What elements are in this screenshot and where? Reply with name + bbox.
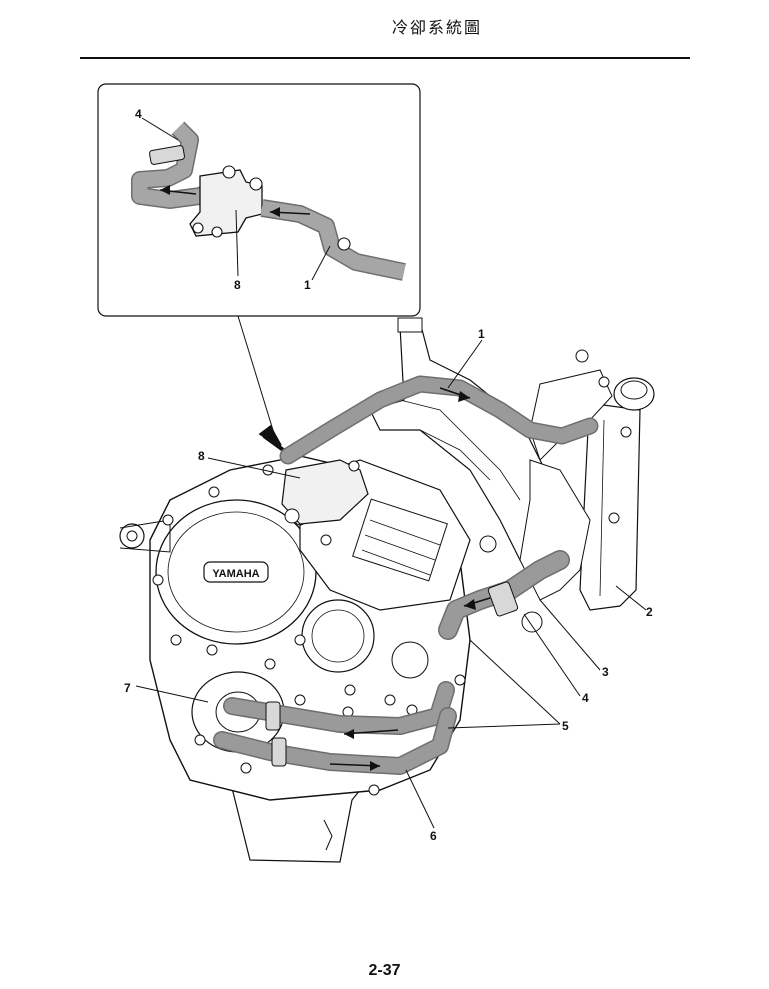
- inset-hose-4: [132, 122, 217, 208]
- mount-lug-hole: [126, 530, 138, 542]
- callout-7: 7: [124, 681, 131, 695]
- frame-detail: [419, 429, 491, 481]
- main-callouts: 1 8 2 3 4 5 7 6: [124, 327, 653, 843]
- hose-1: [281, 377, 597, 463]
- oil-cover: [301, 599, 375, 673]
- hose-6-clamp: [271, 737, 287, 767]
- brand-label: YAMAHA: [212, 568, 259, 580]
- inset-bolt: [337, 237, 351, 251]
- oil-filter: [391, 641, 429, 679]
- view-direction-arrow: [258, 425, 288, 454]
- callout-6: 6: [430, 829, 437, 843]
- fin-line: [364, 534, 436, 561]
- thermostat-bolt: [348, 460, 360, 472]
- radiator-core-line: [599, 419, 605, 597]
- coolant-hoses: [213, 375, 599, 775]
- thermostat-bolt: [284, 508, 300, 524]
- engine-assembly: YAMAHA: [119, 455, 497, 863]
- oil-cover-ring: [311, 609, 365, 663]
- hose-6: [214, 708, 456, 774]
- hose-5-flow-arrowhead: [344, 729, 354, 739]
- callout-5: 5: [562, 719, 569, 733]
- brand-badge: [203, 561, 269, 583]
- generator-cover-rim: [167, 511, 305, 633]
- radiator-bolt: [608, 512, 620, 524]
- bracket-bolt: [598, 376, 610, 388]
- cylinder-head-fins: [352, 498, 448, 582]
- inset-bolt: [192, 222, 204, 234]
- inset-bolt: [211, 226, 223, 238]
- callout-leaders: [135, 339, 647, 829]
- inset-leader-4: [141, 117, 179, 141]
- page-title: 冷卻系統圖: [392, 18, 483, 37]
- inset-bolt: [222, 165, 236, 179]
- frame-tube-end: [397, 317, 423, 333]
- page-number: 2-37: [368, 962, 401, 979]
- hose-1-flow-arrowhead: [458, 391, 470, 402]
- oil-pan-detail: [323, 819, 333, 851]
- fin-line: [361, 549, 431, 576]
- frame-detail: [399, 399, 521, 501]
- callout-1: 1: [478, 327, 485, 341]
- inset-detail: 4 8 1: [97, 83, 421, 317]
- hose-6-flow-arrowhead: [370, 761, 380, 771]
- radiator-bolt: [620, 426, 632, 438]
- inset-connector-line: [237, 315, 277, 441]
- callout-2: 2: [646, 605, 653, 619]
- radiator: [579, 403, 641, 611]
- inset-flow-arrowhead: [270, 207, 280, 217]
- bracket-bolt: [575, 349, 589, 363]
- hose-5-clamp: [265, 701, 281, 731]
- callout-8: 8: [198, 449, 205, 463]
- callout-3: 3: [602, 665, 609, 679]
- inset-flow-arrowhead: [160, 185, 170, 195]
- radiator-mount: [521, 611, 543, 633]
- inset-callout-4: 4: [135, 107, 142, 121]
- radiator-cap-top: [620, 380, 648, 400]
- mount-lug-arm: [119, 519, 171, 553]
- inset-leader-8: [235, 209, 239, 277]
- inset-leader-1: [311, 245, 331, 281]
- header-rule: [80, 57, 690, 59]
- callout-4: 4: [582, 691, 589, 705]
- fin-line: [369, 519, 441, 546]
- inset-callout-8: 8: [234, 278, 241, 292]
- inset-callout-1: 1: [304, 278, 311, 292]
- thermostat-housing: [281, 459, 369, 525]
- hose-3-flow-arrowhead: [464, 599, 476, 610]
- inset-bolt: [249, 177, 263, 191]
- inset-hose-clamp: [149, 145, 185, 165]
- hose-clamp-4: [487, 581, 519, 617]
- inset-thermostat-housing: [189, 169, 263, 237]
